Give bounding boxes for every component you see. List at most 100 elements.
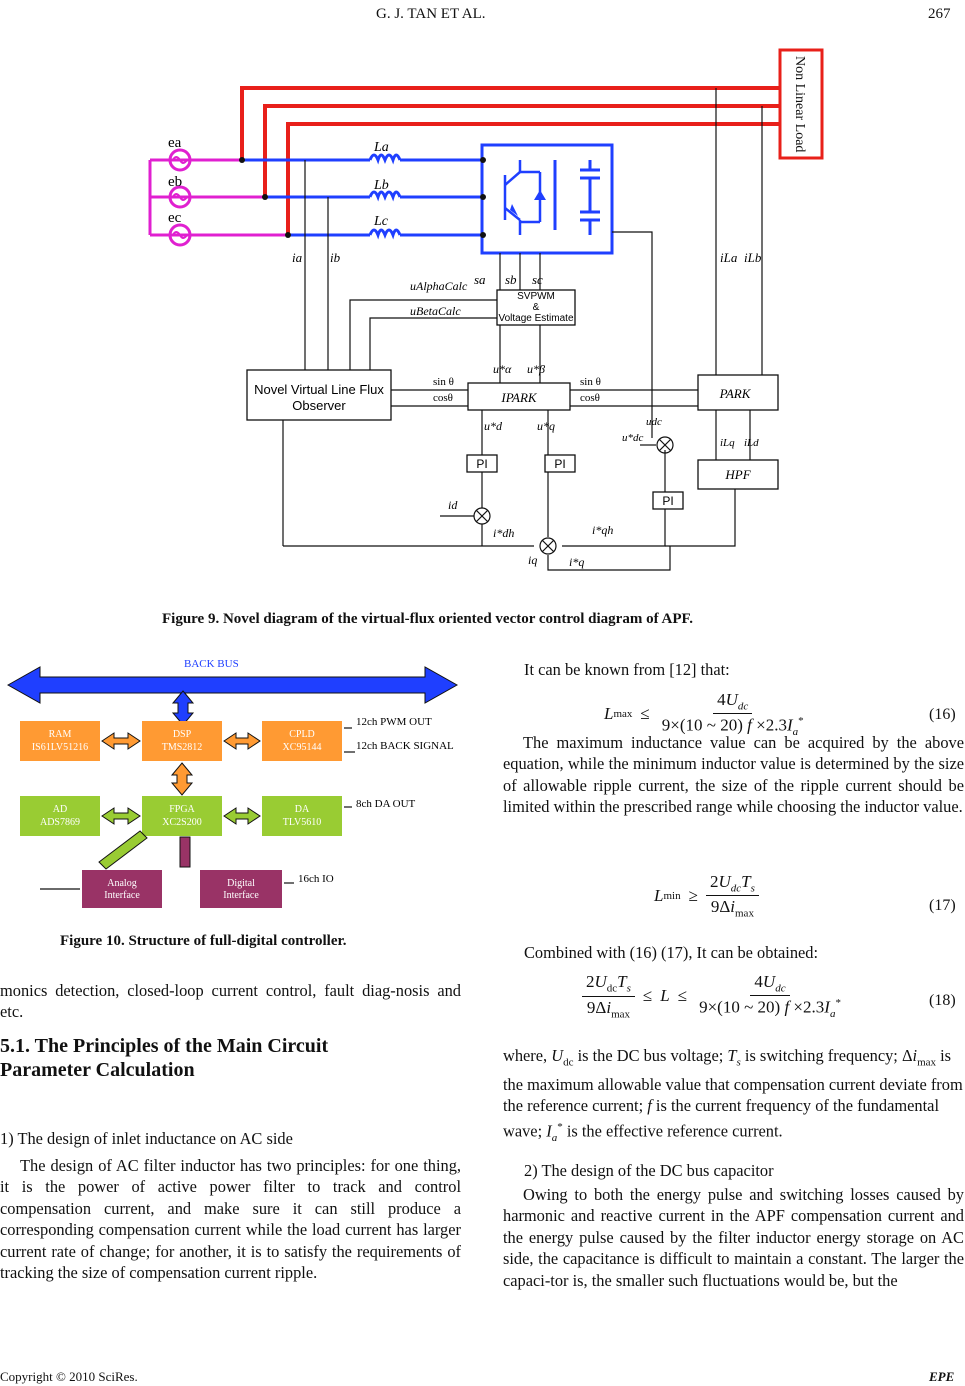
u-alpha-ref: u*α [493, 362, 512, 376]
nonlinear-load-box [778, 48, 824, 160]
figure10-diagram: BACK BUS 12ch PWM OUT 12ch BACK SIGNAL 8… [6, 658, 459, 908]
digital-block [200, 870, 282, 908]
ad-part: ADS7869 [40, 817, 80, 828]
da-part: TLV5610 [283, 817, 322, 828]
pi-block-d [466, 454, 498, 473]
pi-dc-label: PI [662, 494, 673, 508]
u-dc-ref: u*dc [622, 432, 644, 444]
signal-da: 8ch DA OUT [356, 798, 416, 810]
u-dc: udc [646, 416, 662, 428]
figure10-caption: Figure 10. Structure of full-digital con… [60, 933, 347, 949]
switch-sb: sb [505, 272, 517, 287]
left-paragraph-2: The design of AC filter inductor has two… [0, 1156, 461, 1283]
cpld-label: CPLD [289, 729, 315, 740]
source-ec-label: ec [168, 210, 182, 226]
i-d: id [448, 498, 458, 512]
right-paragraph-2: The maximum inductance value can be acqu… [503, 733, 964, 817]
fpga-label: FPGA [169, 804, 195, 815]
observer-line2: Observer [292, 398, 346, 413]
cos-left: cosθ [433, 392, 453, 404]
current-ilb: iLb [744, 250, 762, 265]
observer-block [246, 369, 392, 421]
inductor-la: La [373, 140, 389, 155]
hpf-block [697, 459, 779, 490]
pi-block-dc [652, 491, 684, 510]
current-ia: ia [292, 250, 303, 265]
svpwm-line2: & [533, 302, 540, 313]
analog-label2: Interface [104, 890, 140, 901]
i-ld: iLd [744, 437, 759, 449]
right-paragraph-5: Owing to both the energy pulse and switc… [503, 1185, 964, 1290]
cpld-part: XC95144 [283, 742, 322, 753]
ram-block [20, 721, 100, 761]
digital-label: Digital [227, 878, 255, 889]
dsp-block [142, 721, 222, 761]
ram-part: IS61LV51216 [32, 742, 88, 753]
u-d-ref: u*d [484, 419, 503, 433]
i-q-ref: i*q [569, 555, 584, 569]
running-header-authors: G. J. TAN ET AL. [376, 6, 486, 22]
da-block [262, 796, 342, 836]
pi-block-q [544, 454, 576, 473]
footer-copyright: Copyright © 2010 SciRes. [0, 1369, 138, 1384]
signal-pwm: 12ch PWM OUT [356, 716, 432, 728]
load-label: Non Linear Load [792, 56, 807, 152]
switch-sa: sa [474, 272, 486, 287]
section-title: 5.1. The Principles of the Main Circuit … [0, 1035, 329, 1081]
observer-line1: Novel Virtual Line Flux [254, 382, 384, 397]
analog-block [82, 870, 162, 908]
footer-journal: EPE [929, 1369, 955, 1384]
source-eb-label: eb [168, 174, 182, 190]
park-block [697, 374, 779, 411]
pi-q-label: PI [554, 457, 565, 471]
i-dh-ref: i*dh [493, 526, 514, 540]
dsp-label: DSP [173, 729, 192, 740]
ipark-label: IPARK [500, 390, 537, 405]
sin-left: sin θ [433, 376, 454, 388]
i-q: iq [528, 553, 537, 567]
ad-block [20, 796, 100, 836]
u-q-ref: u*q [537, 419, 555, 433]
current-ib: ib [330, 250, 341, 265]
analog-label: Analog [107, 878, 136, 889]
right-paragraph-1: It can be known from [12] that: [524, 660, 730, 679]
figure9-caption: Figure 9. Novel diagram of the virtual-f… [162, 611, 694, 627]
park-label: PARK [719, 386, 752, 401]
inductor-lc: Lc [373, 214, 389, 229]
right-paragraph-4: where, Udc is the DC bus voltage; Ts is … [503, 1046, 963, 1144]
signal-io: 16ch IO [298, 873, 334, 885]
cos-right: cosθ [580, 392, 600, 404]
pi-d-label: PI [476, 457, 487, 471]
current-ila: iLa [720, 250, 738, 265]
i-lq: iLq [720, 437, 735, 449]
u-alpha-calc: uAlphaCalc [410, 279, 468, 293]
ad-label: AD [53, 804, 67, 815]
da-label: DA [295, 804, 310, 815]
equation-18-number: (18) [929, 992, 956, 1009]
ipark-block [467, 382, 571, 411]
ram-label: RAM [49, 729, 72, 740]
page-number: 267 [928, 6, 951, 22]
subsection-2: 2) The design of the DC bus capacitor [524, 1161, 774, 1180]
equation-17-number: (17) [929, 897, 956, 914]
cpld-block [262, 721, 342, 761]
left-paragraph-1: monics detection, closed-loop current co… [0, 981, 461, 1022]
switch-sc: sc [532, 272, 543, 287]
figure9-diagram: Non Linear Load ea eb ec La Lb Lc ia ib … [148, 48, 824, 571]
inductor-lb: Lb [373, 178, 389, 193]
signal-back: 12ch BACK SIGNAL [356, 740, 454, 752]
source-ea-label: ea [168, 135, 182, 151]
hpf-label: HPF [724, 467, 751, 482]
bus-label: BACK BUS [184, 658, 239, 670]
svpwm-line3: Voltage Estimate [498, 313, 573, 324]
equation-16-number: (16) [929, 706, 956, 723]
dsp-part: TMS2812 [162, 742, 203, 753]
i-qh-ref: i*qh [592, 523, 613, 537]
fpga-part: XC2S200 [162, 817, 201, 828]
digital-label2: Interface [223, 890, 259, 901]
svpwm-line1: SVPWM [517, 291, 555, 302]
sin-right: sin θ [580, 376, 601, 388]
u-beta-calc: uBetaCalc [410, 304, 461, 318]
